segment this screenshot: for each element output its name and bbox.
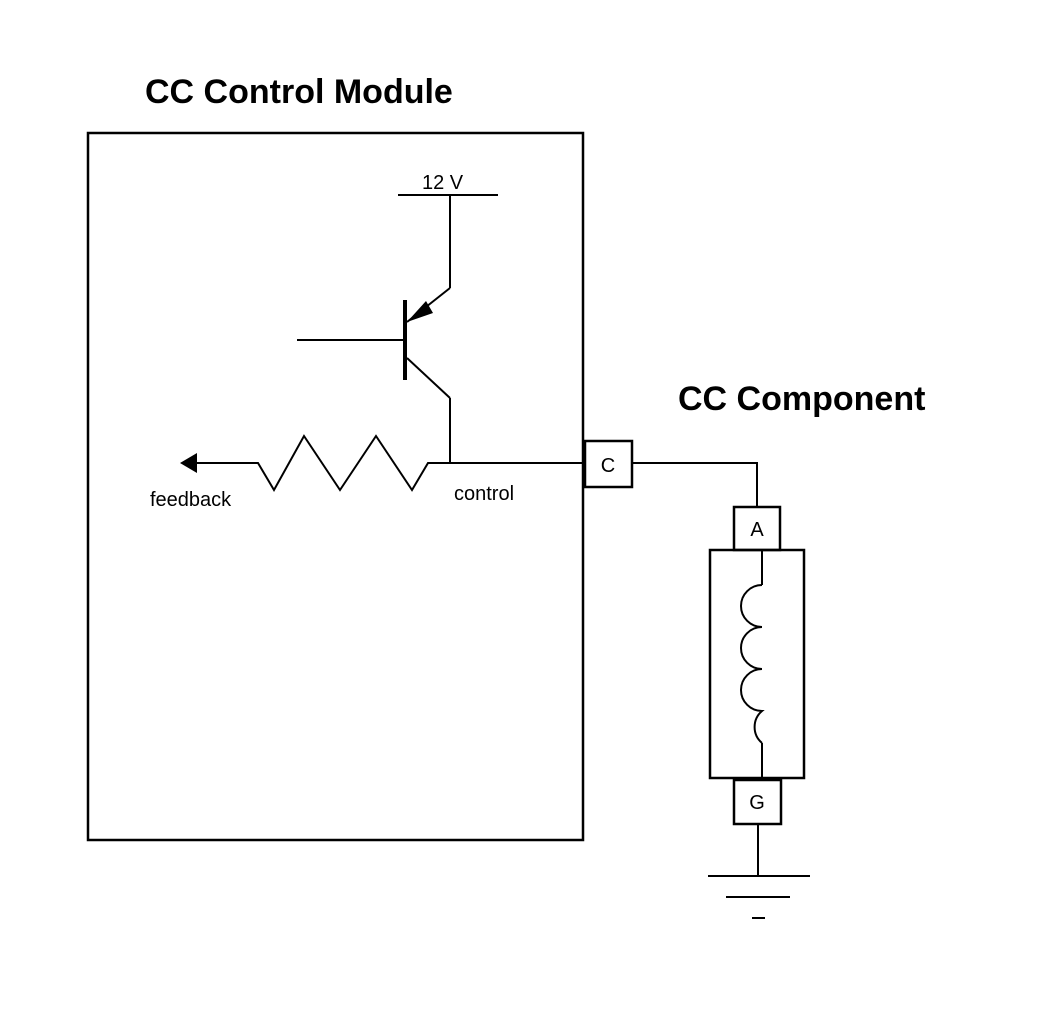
module-title: CC Control Module [145, 73, 453, 111]
emitter-arrow-icon [407, 301, 433, 322]
component-title: CC Component [678, 380, 925, 418]
resistor [195, 434, 450, 493]
control-module-box [86, 131, 585, 842]
component-body [708, 548, 806, 780]
supply-label: 12 V [422, 172, 464, 194]
transistor-collector [406, 357, 451, 399]
connector-a-label: A [750, 519, 764, 541]
connector-g-label: G [749, 792, 765, 814]
c-to-a-wire [632, 462, 758, 507]
feedback-label: feedback [150, 489, 232, 511]
connector-c-label: C [601, 455, 615, 477]
coil-icon [740, 550, 765, 778]
ground-icon [708, 824, 810, 919]
feedback-arrow-icon [180, 453, 197, 473]
pnp-transistor [297, 287, 451, 463]
control-label: control [454, 483, 514, 505]
